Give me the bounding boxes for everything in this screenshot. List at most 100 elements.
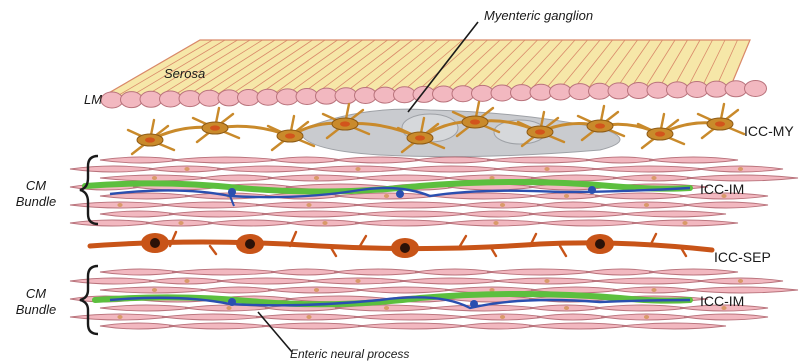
icc-sep-branch	[360, 236, 366, 246]
cm-muscle-cell	[169, 323, 270, 329]
cm-muscle-cell	[354, 314, 468, 320]
label-cm-bundle-bottom-line1: CM	[26, 286, 46, 301]
lm-cell	[686, 82, 708, 98]
cm-cell-nucleus	[651, 176, 656, 180]
icc-my-nucleus	[285, 133, 295, 138]
cm-muscle-cell	[622, 323, 726, 329]
icc-my-nucleus	[715, 121, 725, 126]
cm-muscle-cell	[684, 202, 768, 208]
cm-muscle-cell	[208, 220, 295, 226]
lm-cell	[628, 83, 650, 99]
icc-my-nucleus	[210, 125, 220, 130]
cm-cell-nucleus	[564, 306, 569, 310]
lm-cell	[160, 91, 182, 107]
icc-my-nucleus	[595, 123, 605, 128]
lm-cell	[511, 85, 533, 101]
cm-muscle-cell	[162, 314, 264, 320]
cm-muscle-cell	[586, 157, 657, 163]
cm-cell-nucleus	[314, 288, 319, 292]
lm-cell	[257, 89, 279, 105]
cm-muscle-cell	[460, 323, 537, 329]
cm-muscle-cell	[262, 211, 366, 217]
label-lm: LM	[84, 92, 102, 107]
cm-muscle-cell	[460, 211, 537, 217]
cm-cell-nucleus	[226, 306, 231, 310]
lm-cell	[589, 83, 611, 99]
cm-muscle-cell	[592, 278, 706, 284]
cm-muscle-cell	[487, 269, 594, 275]
lm-cell	[647, 82, 669, 98]
cm-cell-nucleus	[384, 194, 389, 198]
cm-muscle-cell	[537, 202, 609, 208]
label-cm-bundle-top-line2: Bundle	[16, 194, 56, 209]
lm-cell	[238, 90, 260, 106]
cm-muscle-cell	[271, 157, 342, 163]
cm-muscle-cell	[355, 220, 454, 226]
cm-muscle-cell	[529, 323, 630, 329]
lm-cell	[745, 80, 767, 96]
lm-cell	[374, 87, 396, 103]
cm-cell-nucleus	[384, 306, 389, 310]
cm-muscle-cell	[169, 211, 270, 217]
cm-muscle-cell	[400, 278, 502, 284]
lm-cell	[550, 84, 572, 100]
cm-muscle-cell	[586, 269, 657, 275]
cm-cell-nucleus	[644, 315, 649, 319]
icc-sep-nucleus	[595, 239, 605, 249]
icc-sep-nucleus	[400, 243, 410, 253]
cm-cell-nucleus	[651, 288, 656, 292]
cm-muscle-cell	[201, 287, 276, 293]
lm-cell	[277, 89, 299, 105]
cm-muscle-cell	[415, 157, 495, 163]
lm-cell	[335, 88, 357, 104]
lm-cell	[218, 90, 240, 106]
cm-muscle-cell	[538, 220, 640, 226]
cm-muscle-cell	[100, 157, 180, 163]
lm-cell	[608, 83, 630, 99]
label-cm-bundle-top-line1: CM	[26, 178, 46, 193]
lm-cell	[491, 85, 513, 101]
cm-cell-nucleus	[644, 203, 649, 207]
cm-cell-nucleus	[152, 288, 157, 292]
label-myenteric-ganglion: Myenteric ganglion	[484, 8, 593, 23]
lm-cell	[355, 87, 377, 103]
cm-muscle-cell	[592, 166, 706, 172]
cm-cell-nucleus	[322, 221, 327, 225]
cm-cell-nucleus	[564, 194, 569, 198]
icc-my-nucleus	[655, 131, 665, 136]
icc-my-nucleus	[535, 129, 545, 134]
label-cm-bundle-bottom-line2: Bundle	[16, 302, 56, 317]
cm-muscle-cell	[201, 175, 276, 181]
icc-my-nucleus	[415, 135, 425, 140]
cm-muscle-cell	[649, 157, 738, 163]
cm-muscle-cell	[354, 202, 468, 208]
icc-sep-branch	[460, 236, 466, 246]
cm-muscle-cell	[529, 211, 630, 217]
icc-sep-nucleus	[245, 239, 255, 249]
lm-cell	[667, 82, 689, 98]
cm-muscle-cell	[622, 211, 726, 217]
cm-muscle-cell	[358, 323, 468, 329]
cm-cell-nucleus	[117, 203, 122, 207]
label-serosa: Serosa	[164, 66, 205, 81]
cm-cell-nucleus	[178, 221, 183, 225]
cm-muscle-cell	[217, 166, 316, 172]
cm-cell-nucleus	[500, 315, 505, 319]
cm-muscle-cell	[262, 323, 366, 329]
cm-cell-nucleus	[355, 279, 360, 283]
lm-cell	[413, 86, 435, 102]
label-icc-im-bottom: ICC-IM	[700, 293, 744, 309]
cm-cell-nucleus	[682, 221, 687, 225]
cm-muscle-cell	[162, 202, 264, 208]
icc-sep-branch	[560, 246, 566, 256]
lm-cell	[121, 92, 143, 108]
cm-muscle-cell	[487, 157, 594, 163]
lm-cell	[725, 81, 747, 97]
cm-muscle-cell	[357, 175, 453, 181]
cm-cell-nucleus	[152, 176, 157, 180]
cm-muscle-cell	[100, 211, 177, 217]
cm-cell-nucleus	[544, 167, 549, 171]
cm-muscle-cell	[70, 220, 154, 226]
lm-cell	[316, 88, 338, 104]
